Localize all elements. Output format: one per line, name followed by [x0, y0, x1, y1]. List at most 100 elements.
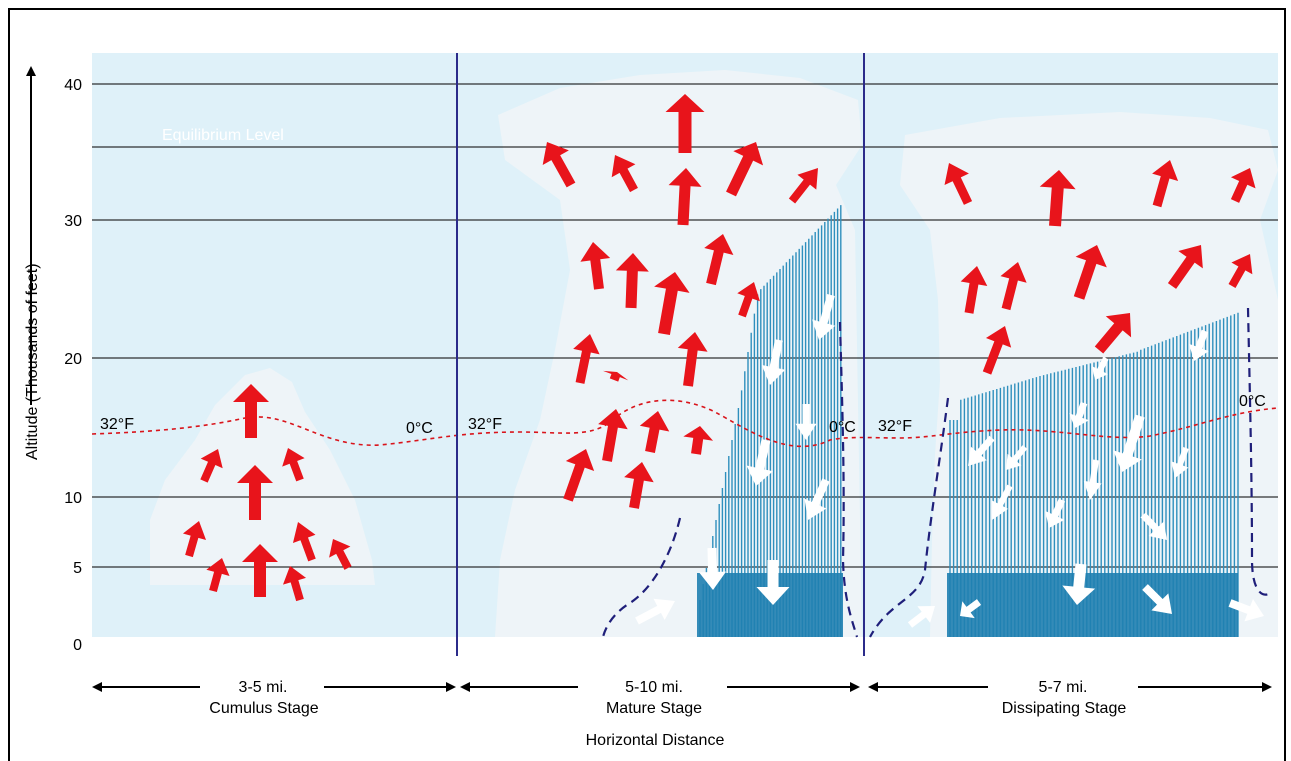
diagram-border	[8, 8, 1286, 761]
cumulus-stage-name: Cumulus Stage	[209, 700, 318, 717]
y-tick-20: 20	[64, 351, 82, 368]
dissipating-outflow-left	[869, 397, 950, 638]
updraft-arrow	[329, 539, 352, 570]
y-axis-title: Altitude (Thousands of feet)	[24, 263, 41, 460]
updraft-arrow	[292, 522, 316, 562]
downdraft-arrow	[795, 404, 817, 440]
dissipating-freeze-c: 0°C	[1239, 393, 1266, 410]
downdraft-arrow	[1228, 598, 1264, 622]
updraft-arrow	[615, 253, 649, 309]
cumulus-freeze-c: 0°C	[406, 420, 433, 437]
mature-outflow-right	[838, 321, 859, 638]
updraft-arrow	[665, 94, 705, 153]
stage-labels: 3-5 mi. Cumulus Stage 5-10 mi. Mature St…	[209, 679, 1126, 749]
updraft-arrow	[624, 462, 654, 509]
dissipating-outflow-right	[1246, 307, 1273, 596]
downdraft-arrow	[1045, 498, 1066, 528]
updraft-arrow	[580, 242, 611, 290]
downdraft-arrow	[1062, 563, 1096, 605]
stage-dividers	[456, 53, 865, 656]
dissipating-rain-base	[947, 573, 1238, 637]
updraft-arrow	[788, 168, 818, 204]
updraft-arrow	[573, 334, 600, 384]
mature-rain-shaft	[697, 205, 843, 637]
updraft-arrow	[1094, 313, 1132, 354]
updraft-arrow	[677, 332, 708, 387]
downdraft-arrow	[1006, 445, 1028, 470]
updraft-arrow	[611, 155, 638, 193]
downdraft-arrow	[1142, 584, 1172, 614]
y-tick-0: 0	[73, 637, 82, 654]
dissipating-width: 5-7 mi.	[1039, 679, 1088, 696]
mature-freeze-f: 32°F	[468, 416, 502, 433]
updraft-arrow	[598, 409, 628, 462]
downdraft-arrow	[756, 560, 790, 605]
updraft-arrow	[944, 163, 973, 205]
downdraft-arrow	[1189, 329, 1209, 361]
downdraft-arrow	[907, 606, 935, 628]
downdraft-arrow	[761, 339, 786, 385]
updraft-arrow	[668, 168, 702, 226]
updraft-arrow	[726, 142, 764, 197]
updraft-arrows	[182, 94, 1256, 602]
downdraft-arrow	[1140, 512, 1167, 540]
mature-width: 5-10 mi.	[625, 679, 683, 696]
mature-outflow-left	[601, 517, 682, 638]
updraft-arrow	[233, 384, 269, 438]
downdraft-arrow	[992, 484, 1013, 520]
updraft-arrow	[1167, 245, 1203, 289]
freezing-labels: 32°F 0°C 32°F 0°C 32°F 0°C	[100, 393, 1266, 437]
updraft-arrow	[1073, 245, 1107, 300]
updraft-arrow	[1000, 262, 1027, 311]
downdraft-arrow	[1113, 414, 1145, 472]
downdraft-arrow	[635, 598, 675, 625]
mature-stage-name: Mature Stage	[606, 700, 702, 717]
downdraft-arrow	[960, 599, 982, 619]
y-tick-10: 10	[64, 490, 82, 507]
updraft-arrow	[1230, 168, 1256, 203]
outflow-boundaries	[601, 307, 1273, 638]
downdraft-arrow	[968, 435, 995, 466]
downdraft-arrow	[699, 547, 727, 590]
downdraft-arrow	[804, 478, 830, 520]
updraft-arrow	[639, 411, 670, 453]
downdraft-arrow	[812, 293, 836, 340]
updraft-arrow	[603, 370, 629, 382]
dissipating-freeze-f: 32°F	[878, 418, 912, 435]
updraft-arrow	[982, 326, 1012, 375]
downdraft-arrow	[1083, 459, 1102, 500]
y-tick-40: 40	[64, 77, 82, 94]
y-tick-5: 5	[73, 560, 82, 577]
cumulus-width: 3-5 mi.	[239, 679, 288, 696]
updraft-arrow	[1039, 170, 1076, 227]
downdraft-arrow	[1069, 401, 1089, 428]
downdraft-arrow	[1091, 356, 1109, 380]
updraft-arrow	[282, 448, 305, 482]
freezing-level-line	[91, 399, 1279, 448]
updraft-arrow	[242, 544, 278, 597]
y-tick-30: 30	[64, 213, 82, 230]
updraft-arrow	[206, 558, 230, 593]
updraft-arrow	[563, 449, 595, 502]
updraft-arrow	[654, 272, 690, 336]
updraft-arrow	[960, 266, 988, 314]
downdraft-arrow	[1171, 446, 1189, 478]
updraft-arrow	[1228, 254, 1253, 288]
mature-freeze-c: 0°C	[829, 419, 856, 436]
updraft-arrow	[237, 465, 273, 520]
updraft-arrow	[542, 142, 576, 188]
downdraft-arrow	[746, 439, 774, 486]
y-axis: Altitude (Thousands of feet) 40 30 20 10…	[24, 66, 82, 654]
equilibrium-level-label: Equilibrium Level	[162, 127, 284, 144]
updraft-arrow	[282, 566, 307, 602]
updraft-arrow	[182, 521, 207, 558]
downdraft-arrows	[635, 293, 1264, 628]
dissipating-stage-name: Dissipating Stage	[1002, 700, 1127, 717]
x-axis-title: Horizontal Distance	[586, 732, 725, 749]
cumulus-freeze-f: 32°F	[100, 416, 134, 433]
updraft-arrow	[200, 449, 223, 483]
updraft-arrow	[1152, 160, 1179, 208]
updraft-arrow	[683, 426, 714, 455]
updraft-arrow	[737, 282, 760, 318]
